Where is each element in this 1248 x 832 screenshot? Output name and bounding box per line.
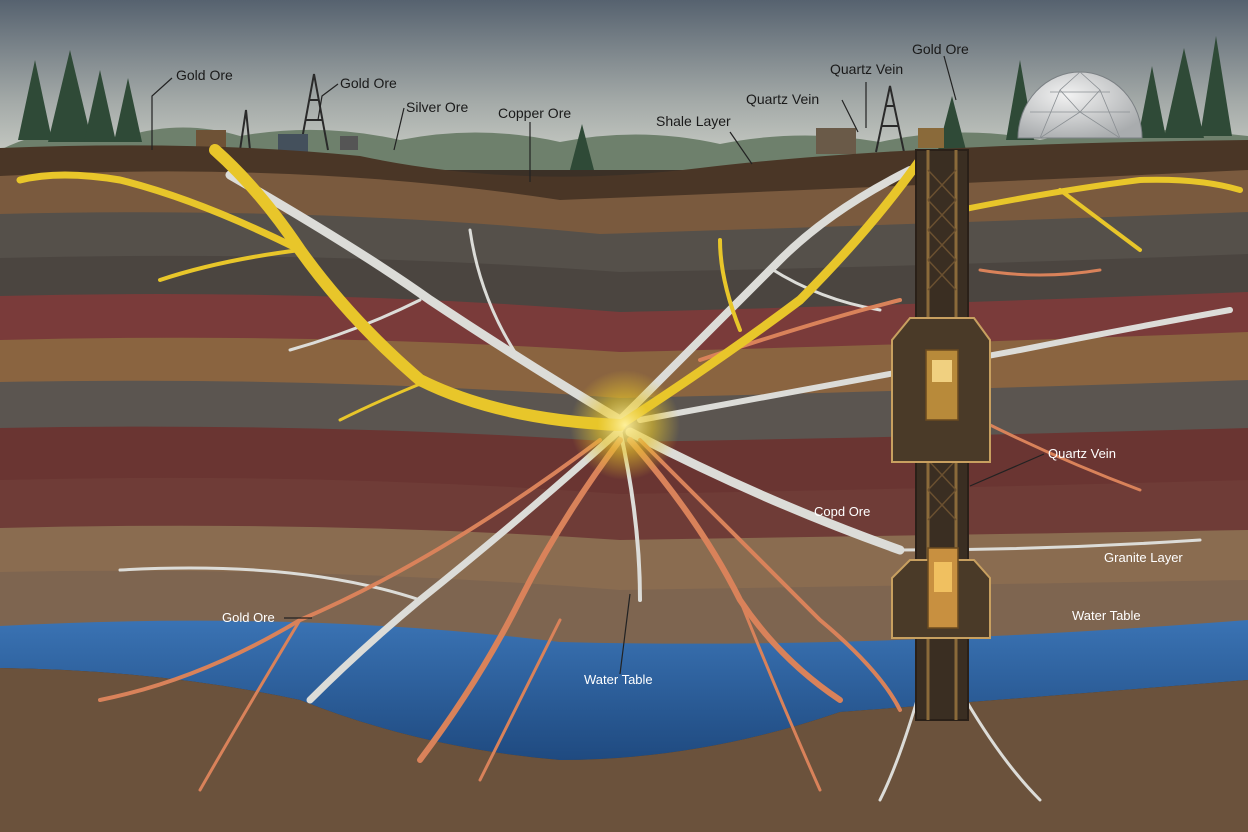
geodesic-dome: [1017, 71, 1143, 139]
label-quartz-vein-2: Quartz Vein: [746, 91, 819, 107]
label-gold-ore-3: Gold Ore: [912, 41, 969, 57]
label-silver-ore: Silver Ore: [406, 99, 468, 115]
label-quartz-vein-3: Quartz Vein: [1048, 446, 1116, 461]
gold-veins: [16, 144, 1243, 431]
label-gold-ore-left: Gold Ore: [222, 610, 275, 625]
pine-trees: [18, 36, 1232, 170]
label-copper-ore: Copper Ore: [498, 105, 571, 121]
ore-core-glow: [570, 370, 680, 480]
label-water-table-right: Water Table: [1072, 608, 1141, 623]
label-gold-ore-1: Gold Ore: [176, 67, 233, 83]
drilling-rigs: [239, 73, 905, 153]
label-shale-layer: Shale Layer: [656, 113, 731, 129]
label-granite-layer: Granite Layer: [1104, 550, 1183, 565]
label-leader-lines: [151, 55, 1045, 675]
label-copd-ore: Copd Ore: [814, 504, 870, 519]
label-quartz-vein-1: Quartz Vein: [830, 61, 903, 77]
mine-shaft[interactable]: [891, 149, 991, 721]
label-water-table-center: Water Table: [584, 672, 653, 687]
label-gold-ore-2: Gold Ore: [340, 75, 397, 91]
